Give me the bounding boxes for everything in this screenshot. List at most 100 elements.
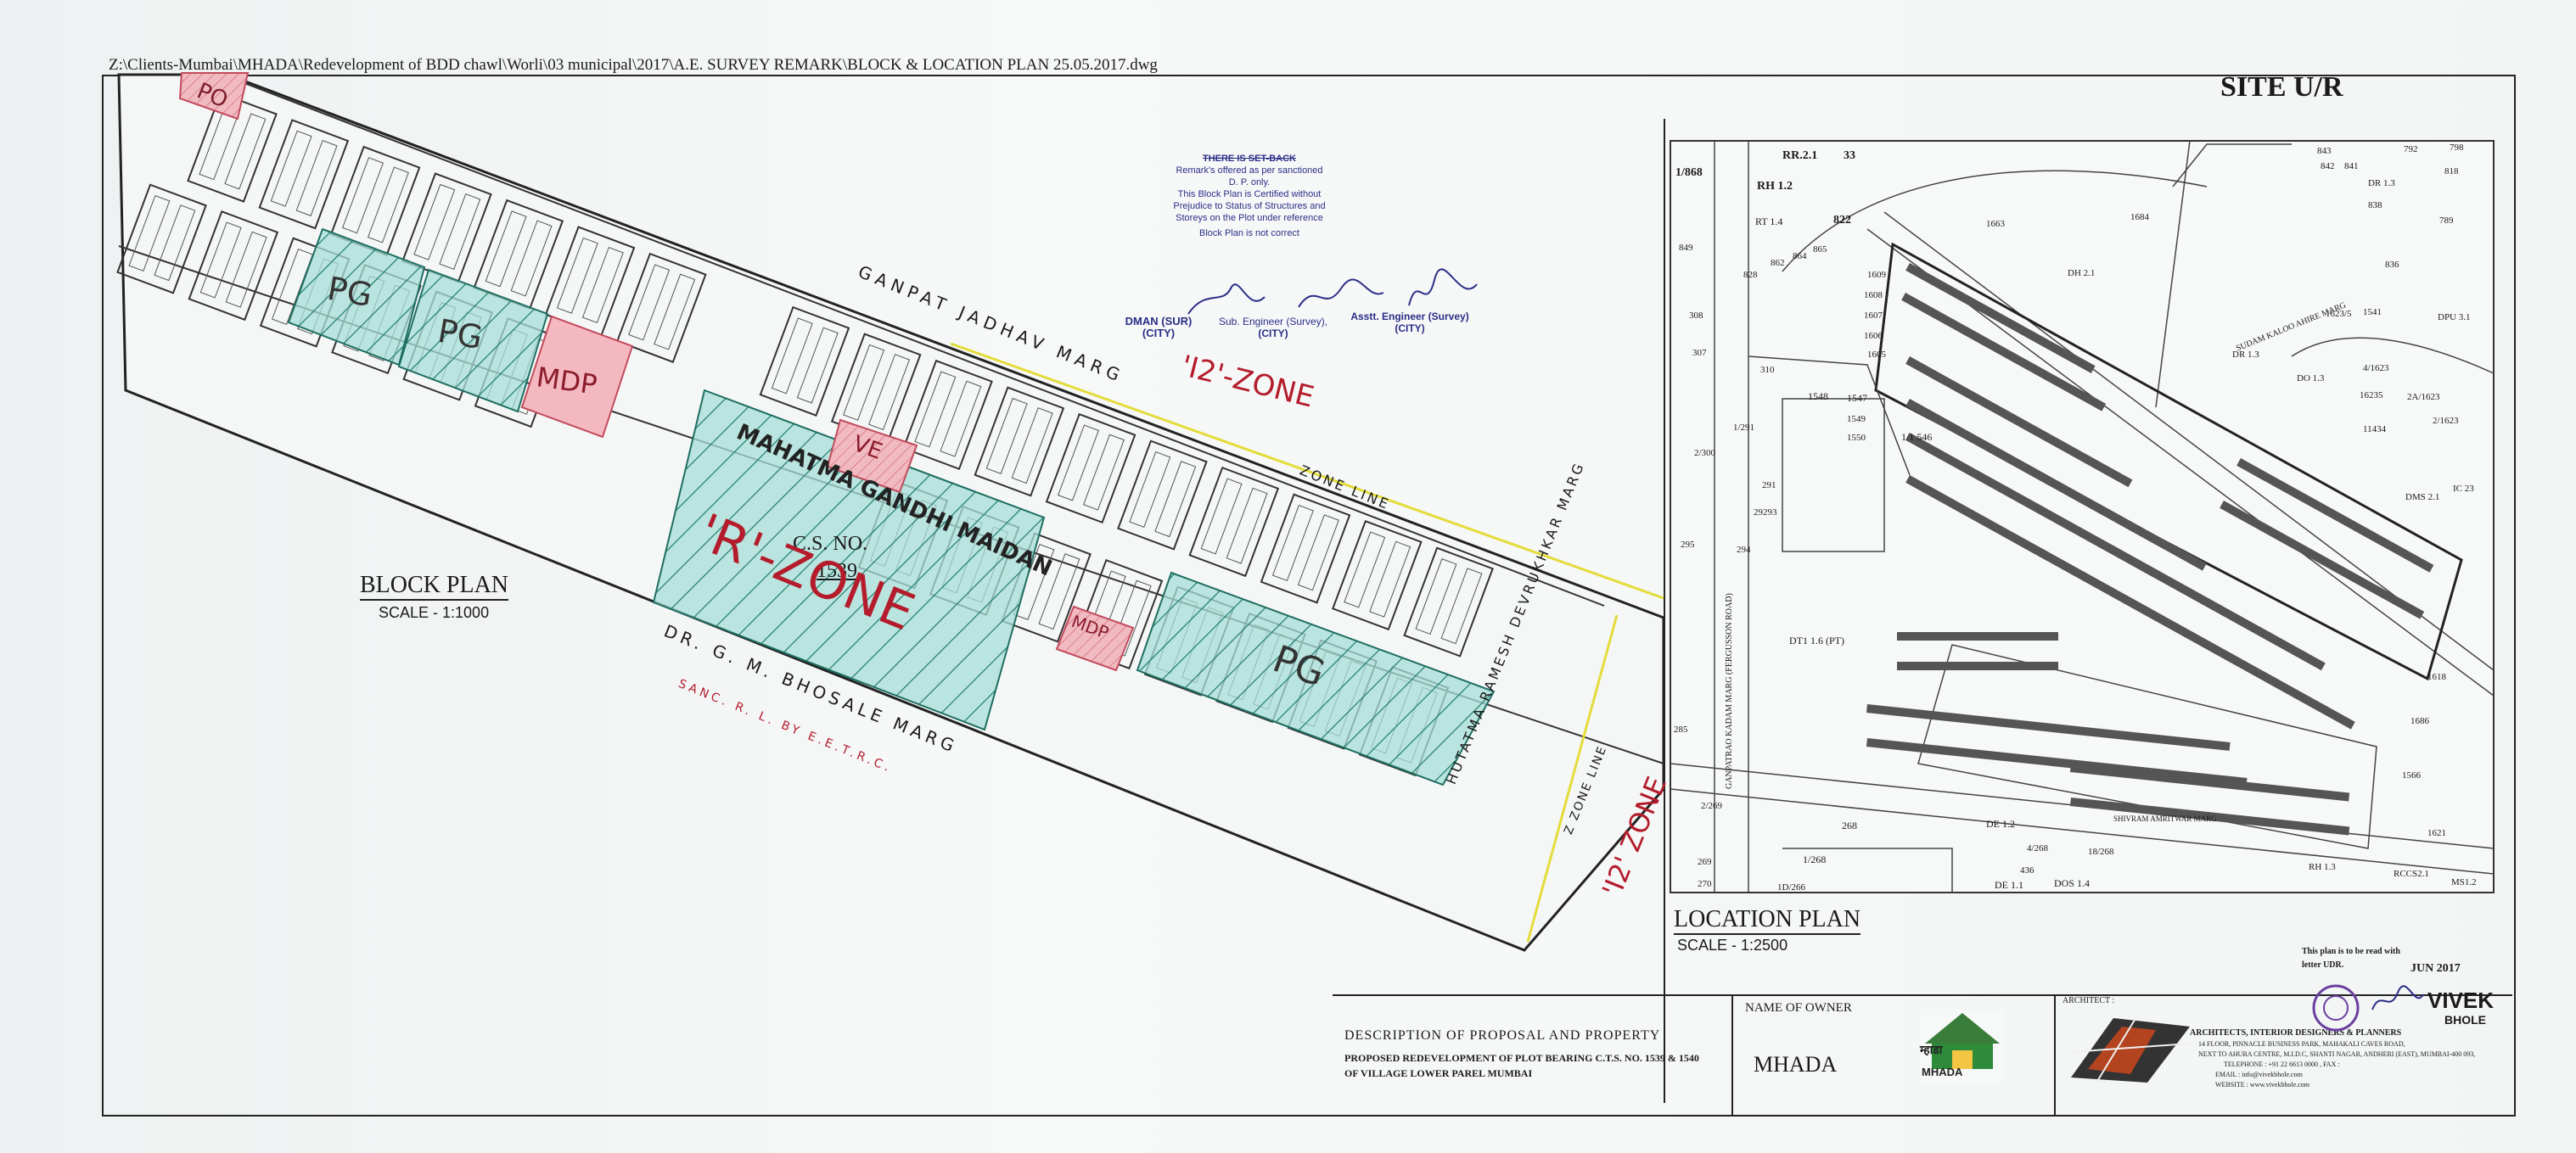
architect-brand-2: BHOLE	[2444, 1013, 2486, 1027]
loc-label-2a1623: 2A/1623	[2407, 392, 2440, 402]
loc-label-11546: 1/1 546	[1901, 431, 1933, 443]
loc-label-dpu31: DPU 3.1	[2438, 312, 2471, 322]
road-ganpatrao: GANPATRAO KADAM MARG (FERGUSSON ROAD)	[1725, 593, 1734, 789]
loc-label-rccs21: RCCS2.1	[2394, 869, 2429, 879]
signatures-ink	[1187, 268, 1478, 315]
loc-label-295: 295	[1681, 540, 1695, 550]
stamp-line-7: Block Plan is not correct	[1199, 228, 1299, 238]
maidan-area	[652, 389, 1046, 731]
pg-area-2	[397, 268, 549, 413]
loc-label-2269: 2/269	[1701, 801, 1723, 811]
architect-signature	[2371, 985, 2424, 1010]
drawing-frame	[102, 75, 2516, 1117]
description-line-2: OF VILLAGE LOWER PAREL MUMBAI	[1344, 1067, 1533, 1079]
loc-label-838: 838	[2368, 200, 2382, 210]
signature-sub-engineer: Sub. Engineer (Survey), (CITY)	[1205, 316, 1341, 339]
architect-email: EMAIL : info@vivekbhole.com	[2215, 1071, 2303, 1078]
loc-label-1547: 1547	[1847, 392, 1867, 404]
loc-label-16235: 16235	[2360, 390, 2383, 400]
date-stamp: JUN 2017	[2410, 962, 2461, 975]
architect-heading: ARCHITECT :	[2062, 996, 2115, 1005]
zone-line-top	[950, 342, 1664, 600]
loc-label-789: 789	[2439, 215, 2454, 226]
stamp-line-3: D. P. only.	[1228, 177, 1271, 188]
loc-label-294: 294	[1737, 545, 1751, 555]
block-plan-title: BLOCK PLAN	[360, 572, 509, 601]
loc-label-291: 291	[1762, 480, 1776, 490]
sig-sub-engineer-title: Sub. Engineer (Survey),	[1218, 316, 1328, 327]
loc-label-dr13a: DR 1.3	[2232, 350, 2259, 360]
signature-dman: DMAN (SUR) (CITY)	[1112, 316, 1205, 339]
description-heading: DESCRIPTION OF PROPOSAL AND PROPERTY	[1344, 1028, 1661, 1043]
architect-address-2: NEXT TO AHURA CENTRE, M.I.D.C, SHANTI NA…	[2198, 1050, 2476, 1058]
stamp-line-5: Prejudice to Status of Structures and	[1173, 201, 1326, 211]
road-shivram: SHIVRAM AMRITWAR MARG	[2113, 814, 2217, 823]
stamp-setback: THERE IS SET-BACK	[1202, 154, 1296, 164]
owner-name: MHADA	[1754, 1052, 1838, 1077]
sig-asst-engineer-sub: (CITY)	[1395, 322, 1425, 334]
title-block-owner-cell	[1731, 996, 1913, 1115]
loc-label-1607: 1607	[1864, 311, 1883, 321]
loc-label-1868: 1/868	[1675, 166, 1703, 179]
loc-label-285: 285	[1674, 725, 1688, 735]
architect-website: WEBSITE : www.vivekbhole.com	[2215, 1081, 2310, 1089]
loc-label-1686: 1686	[2410, 716, 2429, 726]
architect-brand: VIVEK	[2427, 988, 2494, 1014]
loc-label-1268: 1/268	[1803, 854, 1827, 865]
site-label: SITE U/R	[2220, 71, 2343, 103]
loc-label-792: 792	[2404, 144, 2418, 154]
sig-dman-sub: (CITY)	[1142, 327, 1176, 339]
architect-phone: TELEPHONE : +91 22 6613 0000 , FAX :	[2224, 1061, 2340, 1068]
loc-label-842: 842	[2321, 161, 2335, 171]
sig-asst-engineer-title: Asstt. Engineer (Survey)	[1350, 311, 1469, 322]
loc-label-1541: 1541	[2363, 307, 2382, 317]
title-block	[1333, 994, 2512, 1115]
loc-label-4268: 4/268	[2027, 843, 2049, 854]
mhada-logo-devanagari: म्हाडा	[1920, 1044, 1943, 1057]
pg-area-3	[1136, 571, 1496, 786]
loc-label-836: 836	[2385, 260, 2399, 270]
zone-line-right	[1526, 614, 1619, 943]
loc-label-270: 270	[1698, 879, 1712, 889]
loc-label-33: 33	[1844, 149, 1855, 162]
loc-label-ms12: MS1.2	[2451, 877, 2477, 887]
loc-label-de11: DE 1.1	[1995, 879, 2023, 891]
stamp-line-2: Remark's offered as per sanctioned	[1176, 165, 1323, 176]
mdp-area-2	[1055, 605, 1135, 672]
loc-label-1608: 1608	[1864, 290, 1883, 300]
loc-label-1663: 1663	[1986, 219, 2005, 229]
loc-label-1549: 1549	[1847, 414, 1866, 424]
loc-label-rh13: RH 1.3	[2309, 862, 2336, 872]
loc-label-1605: 1605	[1867, 350, 1886, 360]
loc-label-849: 849	[1679, 243, 1693, 253]
location-plan-title: LOCATION PLAN	[1674, 906, 1861, 935]
loc-label-rh12: RH 1.2	[1757, 180, 1793, 193]
loc-label-41623: 4/1623	[2363, 363, 2389, 373]
loc-label-do13: DO 1.3	[2297, 373, 2325, 383]
sig-sub-engineer-sub: (CITY)	[1258, 327, 1288, 339]
loc-label-16235b: 1623/5	[2326, 309, 2352, 319]
po-area	[178, 72, 250, 120]
loc-label-1684: 1684	[2130, 212, 2149, 222]
loc-label-11434: 11434	[2363, 424, 2387, 434]
loc-label-822: 822	[1833, 214, 1851, 227]
loc-label-ic23: IC 23	[2453, 484, 2474, 494]
loc-label-1548: 1548	[1808, 390, 1828, 402]
loc-label-rt14: RT 1.4	[1755, 215, 1783, 227]
mhada-logo-text: MHADA	[1922, 1066, 1963, 1078]
loc-label-310: 310	[1760, 365, 1775, 375]
ve-area	[826, 418, 918, 494]
architect-logo	[2062, 1010, 2195, 1083]
location-plan-scale: SCALE - 1:2500	[1677, 937, 1788, 954]
survey-remark-stamp: THERE IS SET-BACK Remark's offered as pe…	[1165, 153, 1334, 239]
cs-no-value: 1539	[817, 560, 857, 582]
mdp-area-1	[520, 315, 634, 439]
loc-label-21623: 2/1623	[2433, 416, 2459, 426]
loc-label-dos14: DOS 1.4	[2054, 877, 2091, 889]
loc-label-828: 828	[1743, 270, 1758, 280]
cs-no-label: C.S. NO.	[793, 533, 868, 555]
loc-label-843: 843	[2317, 146, 2332, 156]
